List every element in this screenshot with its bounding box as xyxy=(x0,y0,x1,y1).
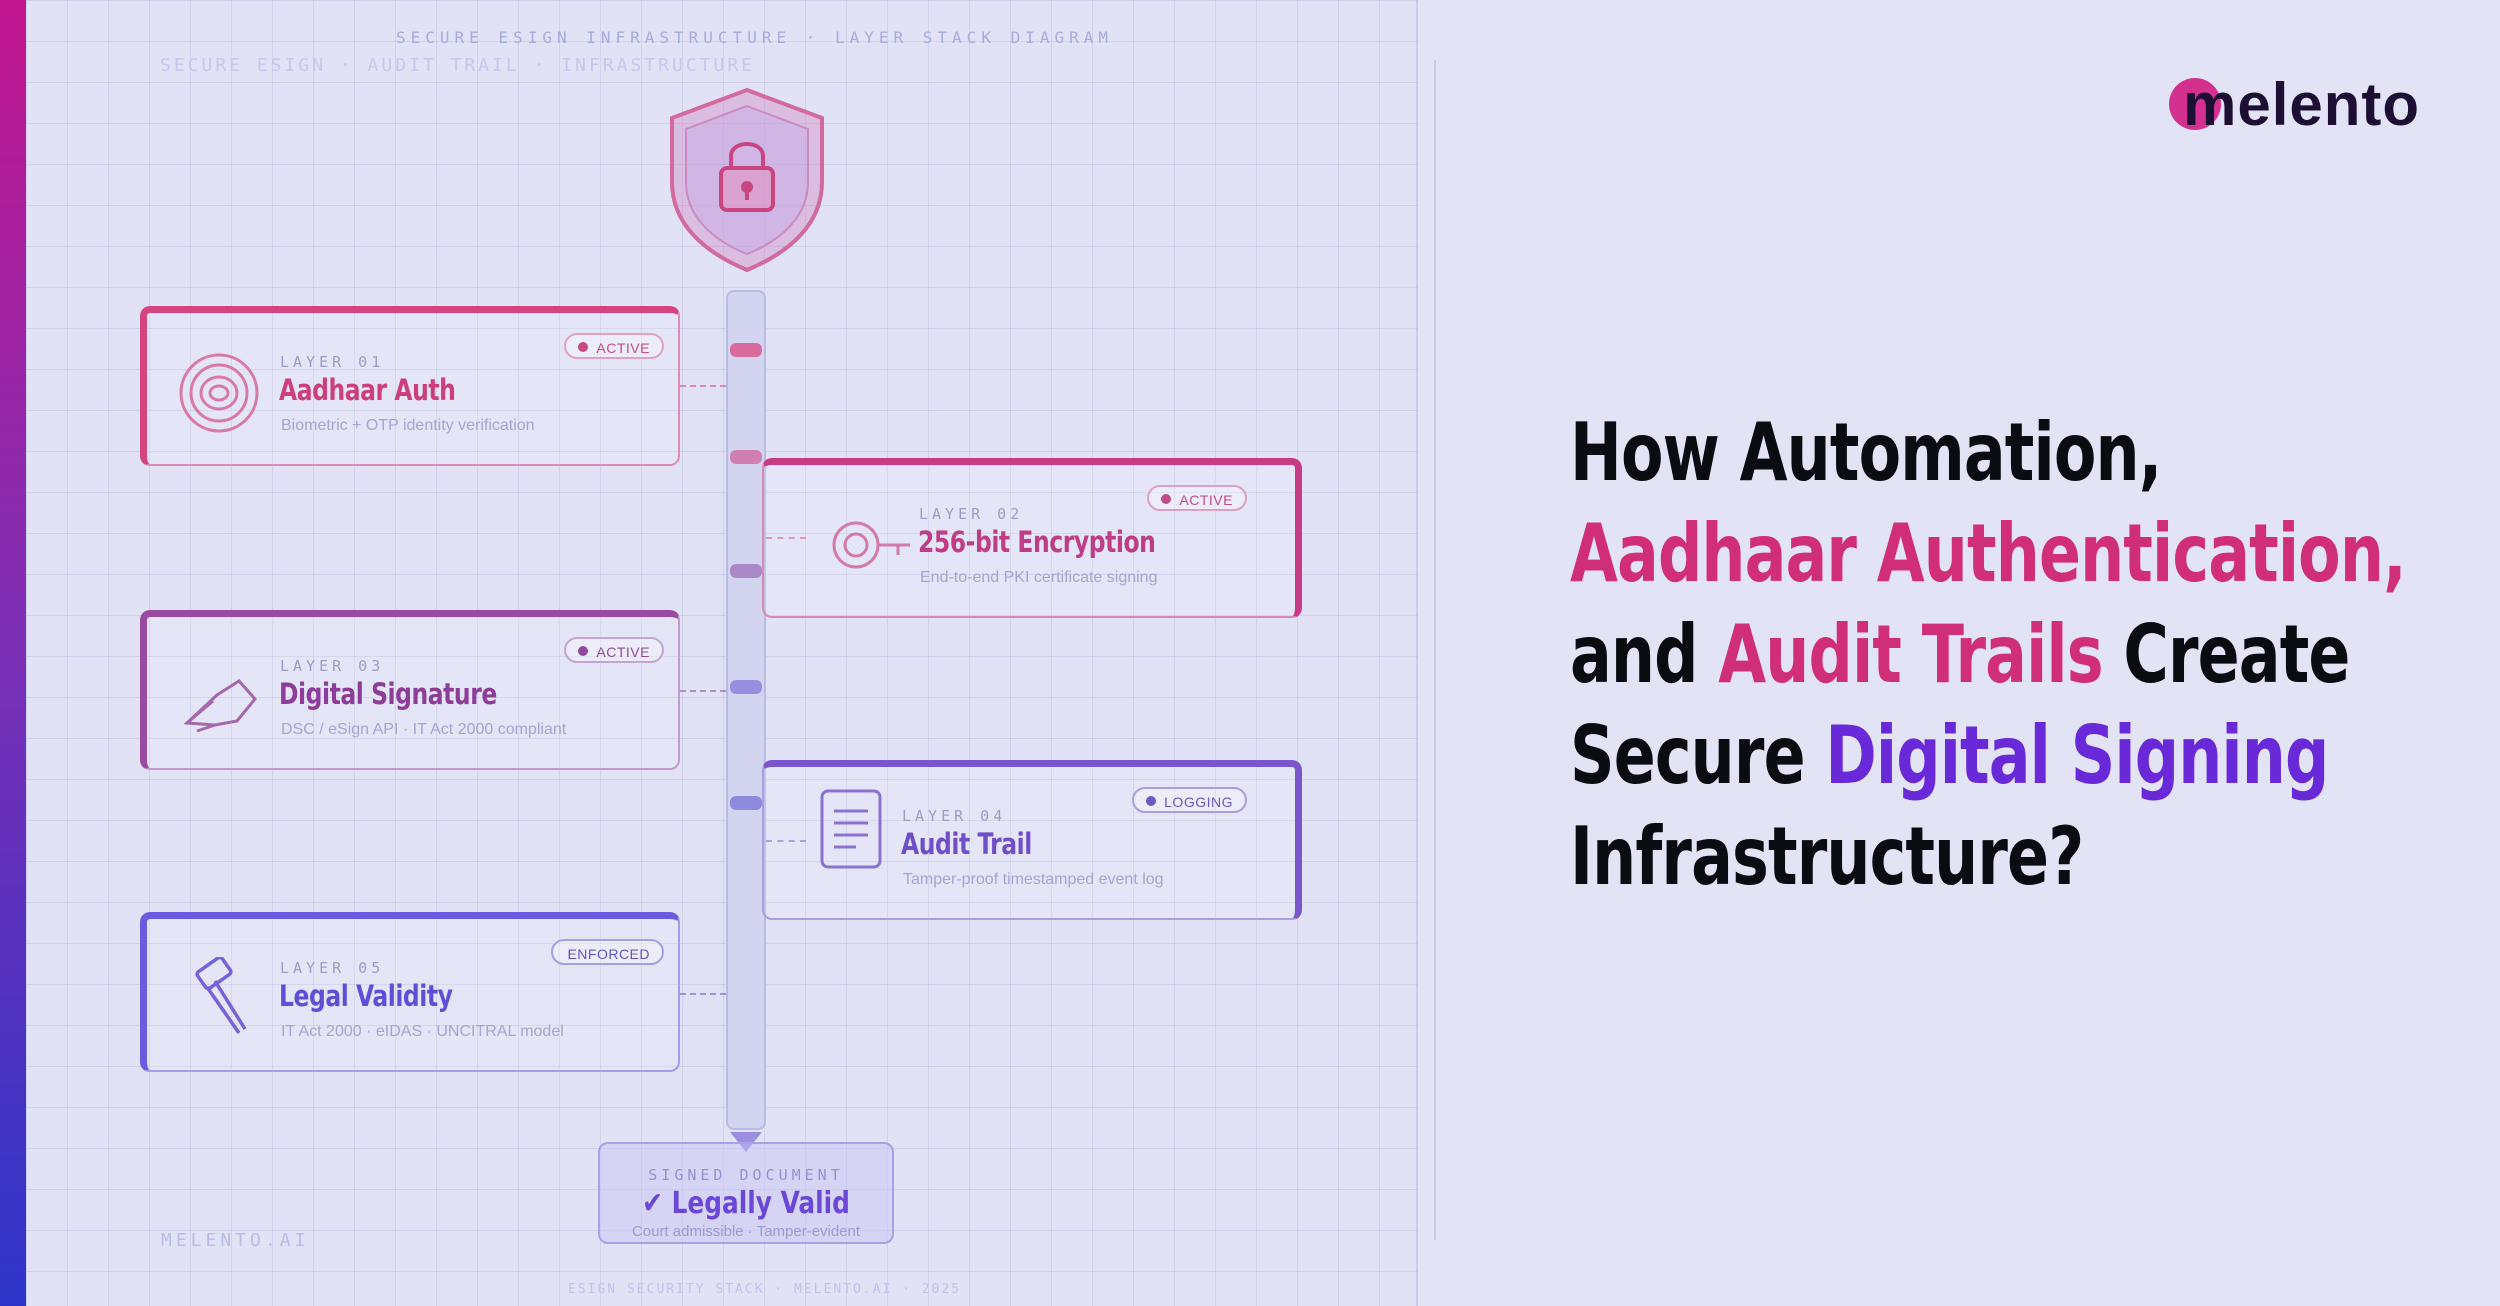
signed-subtitle: Court admissible · Tamper-evident xyxy=(631,1223,861,1240)
logo-mark-icon xyxy=(2169,78,2221,130)
layer-description: Tamper-proof timestamped event log xyxy=(903,871,1164,888)
headline-highlight: Digital Signing xyxy=(1825,709,2329,802)
spine-node xyxy=(730,680,762,694)
layer-number: LAYER 01 xyxy=(280,353,385,371)
layer-title: Digital Signature xyxy=(279,677,497,711)
connector xyxy=(680,690,726,692)
melento-logo: melento xyxy=(2165,70,2455,140)
document-log-icon xyxy=(820,789,882,869)
headline-line-2: Aadhaar Authentication, xyxy=(1570,507,2407,600)
spine-node xyxy=(730,450,762,464)
spine-node xyxy=(730,343,762,357)
shield-lock-icon xyxy=(670,87,824,273)
layer-card-digital-signature: LAYER 03 Digital Signature DSC / eSign A… xyxy=(140,610,680,770)
connector xyxy=(680,385,726,387)
pen-nib-icon xyxy=(183,679,257,733)
layer-title: Legal Validity xyxy=(279,979,453,1013)
stack-spine xyxy=(726,290,766,1130)
key-icon xyxy=(832,521,910,569)
layer-card-legal-validity: LAYER 05 Legal Validity IT Act 2000 · eI… xyxy=(140,912,680,1072)
headline-text: and xyxy=(1570,608,1719,701)
layer-title: Audit Trail xyxy=(901,827,1032,861)
layer-description: IT Act 2000 · eIDAS · UNCITRAL model xyxy=(281,1023,564,1040)
layer-number: LAYER 05 xyxy=(280,959,385,977)
status-badge: ACTIVE xyxy=(564,637,664,663)
logo-wordmark: melento xyxy=(2183,71,2421,138)
layer-title: Aadhaar Auth xyxy=(279,373,456,407)
status-badge: LOGGING xyxy=(1132,787,1247,813)
status-badge: ACTIVE xyxy=(1147,485,1247,511)
headline-text: Secure xyxy=(1570,709,1826,802)
layer-number: LAYER 03 xyxy=(280,657,385,675)
headline-line-4: Secure Digital Signing xyxy=(1570,705,2344,806)
headline-line-1: How Automation, xyxy=(1570,406,2162,499)
fingerprint-icon xyxy=(179,353,259,433)
layer-card-encryption: LAYER 02 256-bit Encryption End-to-end P… xyxy=(762,458,1302,618)
layer-card-aadhaar-auth: LAYER 01 Aadhaar Auth Biometric + OTP id… xyxy=(140,306,680,466)
layer-card-audit-trail: LAYER 04 Audit Trail Tamper-proof timest… xyxy=(762,760,1302,920)
signed-title: ✔ Legally Valid xyxy=(642,1186,850,1221)
signed-label: SIGNED DOCUMENT xyxy=(648,1166,844,1184)
layer-stack-diagram: SECURE ESIGN INFRASTRUCTURE · LAYER STAC… xyxy=(26,0,1436,1306)
connector xyxy=(766,840,806,842)
headline-line-3: and Audit Trails Create xyxy=(1570,604,2350,705)
spine-node xyxy=(730,796,762,810)
signed-document-box: SIGNED DOCUMENT ✔ Legally Valid Court ad… xyxy=(598,1142,894,1244)
layer-description: Biometric + OTP identity verification xyxy=(281,417,535,434)
status-badge: ACTIVE xyxy=(564,333,664,359)
accent-strip xyxy=(0,0,26,1306)
spine-node xyxy=(730,564,762,578)
corner-brand-label: MELENTO.AI xyxy=(161,1230,310,1251)
headline-highlight: Audit Trails xyxy=(1718,608,2103,701)
layer-number: LAYER 02 xyxy=(919,505,1024,523)
grid-divider xyxy=(1434,60,1436,1240)
status-badge: ENFORCED xyxy=(551,939,664,965)
layer-number: LAYER 04 xyxy=(902,807,1007,825)
layer-description: DSC / eSign API · IT Act 2000 compliant xyxy=(281,721,567,738)
headline: How Automation, Aadhaar Authentication, … xyxy=(1570,402,2407,907)
connector xyxy=(680,993,726,995)
headline-text: Create xyxy=(2102,608,2350,701)
diagram-sub-label: SECURE ESIGN · AUDIT TRAIL · INFRASTRUCT… xyxy=(160,55,755,76)
layer-description: End-to-end PKI certificate signing xyxy=(920,569,1158,586)
gavel-icon xyxy=(195,957,247,1034)
connector xyxy=(766,537,806,539)
headline-line-5: Infrastructure? xyxy=(1570,810,2084,903)
layer-title: 256-bit Encryption xyxy=(918,525,1156,559)
diagram-footer-label: ESIGN SECURITY STACK · MELENTO.AI · 2025 xyxy=(568,1282,962,1297)
diagram-top-label: SECURE ESIGN INFRASTRUCTURE · LAYER STAC… xyxy=(396,28,1114,47)
